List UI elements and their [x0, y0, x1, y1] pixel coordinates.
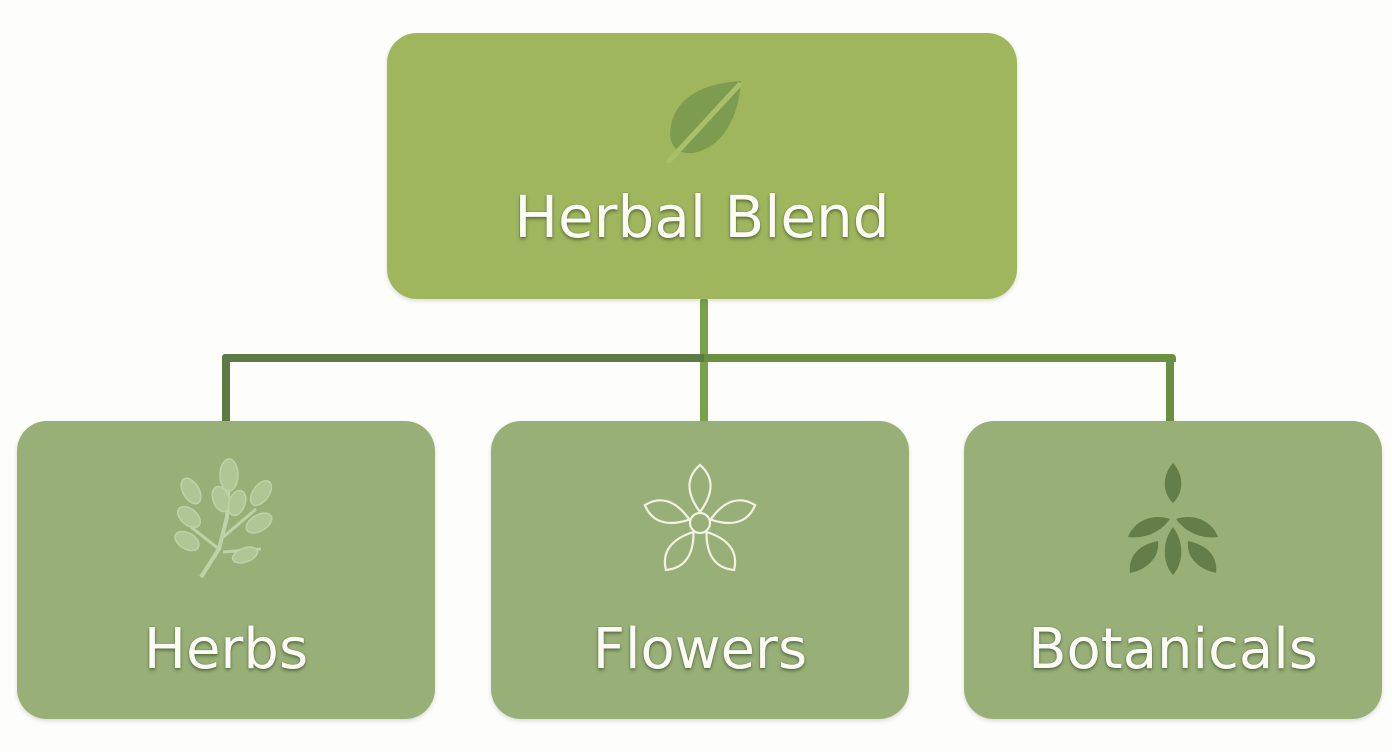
- botanical-leaves-icon: [1108, 457, 1238, 587]
- child-node-botanicals: Botanicals: [964, 421, 1382, 719]
- child-node-label: Herbs: [143, 617, 309, 682]
- connector-drop-herbs: [222, 354, 230, 424]
- child-node-label: Botanicals: [1028, 617, 1318, 682]
- flower-outline-icon: [635, 457, 765, 587]
- root-node-herbal-blend: Herbal Blend: [387, 33, 1017, 299]
- connector-branch-right: [704, 354, 1176, 362]
- herb-sprig-icon: [161, 457, 291, 587]
- root-node-label: Herbal Blend: [514, 183, 890, 251]
- connector-branch-left: [222, 354, 704, 362]
- child-node-flowers: Flowers: [491, 421, 909, 719]
- child-node-herbs: Herbs: [17, 421, 435, 719]
- leaf-icon: [647, 73, 757, 173]
- connector-drop-botanicals: [1166, 354, 1174, 424]
- child-node-label: Flowers: [592, 617, 808, 682]
